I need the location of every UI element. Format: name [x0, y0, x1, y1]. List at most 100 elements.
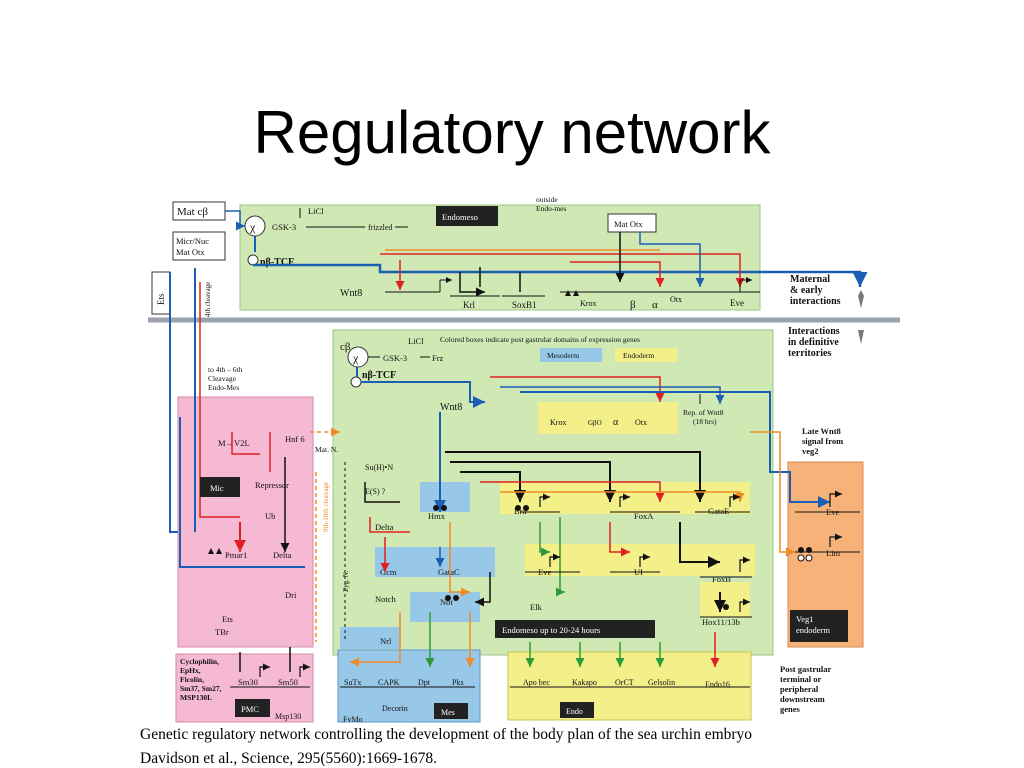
cleavage-4th-label: 4th cleavage [204, 282, 212, 317]
micr-nuc-box [172, 231, 226, 261]
capk-label: CAPK [378, 678, 400, 687]
decorin-label: Decorin [382, 704, 408, 713]
dpt-label: Dpt [418, 678, 431, 687]
otx-lower-label: Otx [635, 418, 647, 427]
hox-label: Hox11/13b [702, 617, 740, 627]
regulatory-network-diagram: Mat cβ Micr/Nuc Mat Otx Ets χ LiCl GSK-3… [140, 172, 900, 725]
micr-nuc-label: Micr/Nuc [176, 236, 209, 246]
orct-label: OrCT [615, 678, 634, 687]
endomeso-hours-box [495, 620, 655, 638]
rep-wnt8-label: Rep. of Wnt8(18 hrs) [683, 408, 724, 426]
not-label: Not [440, 597, 453, 607]
lim-label: Lim [826, 548, 841, 558]
sm50-label: Sm50 [278, 677, 298, 687]
pks-label: Pks [452, 678, 464, 687]
endo-label: Endo [566, 707, 583, 716]
krl-label: Krl [463, 300, 475, 310]
alpha-lower-label: α [613, 417, 619, 428]
sm30-label: Sm30 [238, 677, 258, 687]
licl-label: LiCl [308, 206, 324, 216]
sutx-label: SuTx [344, 678, 361, 687]
pmc-genes-label: Cyclophilin,EpHx,Ficolin,Sm37, Sm27,MSP1… [180, 657, 222, 702]
tbr-label: TBr [215, 627, 229, 637]
gbo-label: GβO [588, 419, 602, 427]
nb-tcf-lower: nβ-TCF [362, 370, 396, 381]
gsk3-label: GSK-3 [272, 222, 296, 232]
endo16-label: Endo16 [705, 680, 730, 689]
cb-lower-label: cβ [340, 341, 351, 353]
wnt8-top-label: Wnt8 [340, 288, 362, 299]
delta-label: Delta [375, 522, 394, 532]
hmx-label: Hmx [428, 511, 446, 521]
mes-label: Mes [441, 708, 455, 717]
notch-label: Notch [375, 594, 397, 604]
chi-symbol: χ [249, 220, 256, 234]
top-endomeso-region [239, 204, 761, 311]
elk-label: Elk [530, 602, 543, 612]
endomeso-label-box [436, 206, 498, 226]
e-s-label: E(S) ? [365, 487, 386, 496]
caption-line-1: Genetic regulatory network controlling t… [140, 726, 753, 743]
licl-lower: LiCl [408, 336, 424, 346]
endomeso-label: Endomeso [442, 212, 478, 222]
pmc-box [235, 699, 270, 717]
nb-tcf-label: nβ-TCF [260, 257, 294, 268]
dri-label: Dri [285, 590, 297, 600]
bra-label: Bra [514, 506, 527, 516]
ub-label: Ub [265, 511, 275, 521]
ets-mic-label: Ets [222, 614, 233, 624]
mat-otx-box [607, 213, 657, 233]
mat-cb-label: Mat cβ [177, 206, 208, 218]
mes-box [434, 703, 468, 719]
cleavage-9-10-label: 9th-10th cleavage [322, 482, 330, 532]
svg-text:χ: χ [352, 351, 359, 365]
mic-label-box [200, 477, 240, 497]
frz-lower: Frz [432, 353, 444, 363]
endo-box [560, 702, 594, 718]
mic-label: Mic [210, 483, 224, 493]
gelsolin-label: Gelsolin [648, 678, 675, 687]
otx-top-label: Otx [670, 295, 682, 304]
mat-n-label: Mat. N. [315, 445, 338, 454]
msp130-label: Msp130 [275, 712, 301, 721]
hnf6-label: Hnf 6 [285, 434, 305, 444]
ets-box [151, 271, 171, 315]
apo-bec-label: Apo bec [523, 678, 550, 687]
gcm-label: Gcm [380, 567, 397, 577]
zyg-n-label: Zyg. N. [342, 570, 350, 592]
veg1-endoderm-box [790, 610, 848, 642]
foxa-label: FoxA [634, 511, 654, 521]
delta-mic-label: Delta [273, 550, 292, 560]
mat-otx-box-label: Mat Otx [614, 219, 643, 229]
mesoderm-key: Mesoderm [547, 351, 579, 360]
gsk3-lower: GSK-3 [383, 353, 407, 363]
endomeso-hours-label: Endomeso up to 20-24 hours [502, 625, 600, 635]
endoderm-key: Endoderm [623, 351, 654, 360]
caption-line-2: Davidson et al., Science, 295(5560):1669… [140, 750, 438, 767]
eve-top-label: Eve [730, 298, 744, 308]
gatac-label: GataC [438, 567, 460, 577]
krox-lower-label: Krox [550, 418, 566, 427]
colored-boxes-note: Colored boxes indicate post gastrular do… [440, 335, 640, 344]
nrl-label: Nrl [380, 636, 392, 646]
alpha-label: α [652, 299, 658, 311]
m-v2l-label: M→V2L [218, 438, 250, 448]
slide-title: Regulatory network [253, 99, 771, 166]
beta-label: β [630, 299, 636, 311]
pmc-label: PMC [241, 704, 259, 714]
soxb1-label: SoxB1 [512, 300, 537, 310]
foxb-label: FoxB [712, 574, 731, 584]
wnt8-lower-label: Wnt8 [440, 402, 462, 413]
pmar1-label: Pmar1 [225, 550, 247, 560]
krox-top-label: Krox [580, 299, 596, 308]
frizzled-label: frizzled [368, 223, 392, 232]
fvmo-label: FvMo [343, 715, 363, 724]
repressor-label: Repressor [255, 480, 289, 490]
